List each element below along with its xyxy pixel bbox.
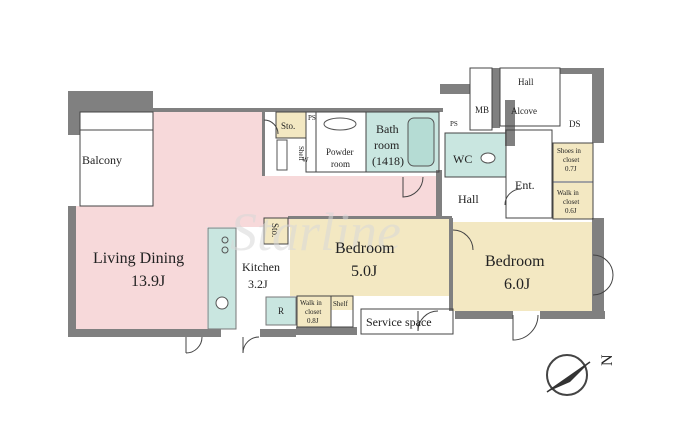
bedroom-2-floor (452, 222, 592, 311)
compass-ring (546, 354, 588, 396)
powder-room-line2: room (331, 159, 350, 169)
interior-lines (79, 67, 594, 335)
compass: N (546, 354, 616, 396)
sink-bowl (215, 296, 229, 310)
watermark: Starline (230, 202, 401, 262)
compass-north-label: N (599, 354, 616, 366)
walkin-bed-floor (297, 296, 331, 327)
shelf-floor (331, 296, 353, 310)
hall-label-1: Hall (518, 77, 534, 87)
walkin-bed-line2: closet (305, 308, 321, 316)
bedroom-2-size: 6.0J (504, 276, 530, 293)
walkin-bed-size: 0.8J (307, 317, 319, 325)
bath-room-line2: room (374, 138, 400, 152)
bedroom-2-name: Bedroom (485, 253, 545, 270)
sto-top-label: Sto. (281, 121, 295, 131)
shoes-closet-floor (553, 143, 593, 181)
powder-room-line1: Powder (326, 147, 354, 157)
w-mark: W (302, 156, 309, 164)
service-space-label: Service space (366, 315, 432, 329)
ps-label-2: PS (450, 120, 458, 128)
kitchen-size: 3.2J (248, 277, 268, 291)
shoes-closet-size: 0.7J (565, 165, 577, 173)
ent-label: Ent. (515, 178, 535, 192)
walkin-ent-line1: Walk in (557, 189, 579, 197)
shoes-closet-line2: closet (563, 156, 579, 164)
sto-mid-floor (264, 218, 288, 244)
bath-room-size: (1418) (372, 154, 404, 168)
wc-label: WC (453, 152, 472, 166)
kitchen-name: Kitchen (242, 260, 280, 274)
toilet (480, 152, 496, 164)
fridge-label: R (278, 306, 284, 316)
walkin-ent-size: 0.6J (565, 207, 577, 215)
walkin-ent-line2: closet (563, 198, 579, 206)
walkin-bed-line1: Walk in (300, 299, 322, 307)
hall-label-2: Hall (458, 192, 479, 206)
shelf-small-label: Shelf (297, 146, 305, 161)
ds-label: DS (569, 119, 581, 129)
mb-label: MB (475, 105, 489, 115)
sto-top-floor (276, 112, 306, 138)
fridge (265, 296, 297, 326)
shoes-closet-line1: Shoes in (557, 147, 581, 155)
shelf-label: Shelf (333, 300, 348, 308)
balcony-label: Balcony (82, 153, 122, 167)
ps-label-1: PS (308, 114, 316, 122)
bedroom-1-floor (290, 218, 450, 296)
living-dining-name: Living Dining (93, 250, 184, 267)
alcove-label: Alcove (511, 106, 537, 116)
walkin-ent-floor (553, 183, 593, 219)
doors (185, 119, 614, 354)
fixtures (215, 117, 496, 310)
walls (68, 68, 605, 337)
kitchen-counter (207, 227, 237, 330)
living-dining-floor (74, 112, 436, 329)
powder-sink (323, 117, 357, 131)
bath-room-line1: Bath (376, 122, 399, 136)
wc-floor (445, 133, 506, 177)
bedroom-1-size: 5.0J (351, 263, 377, 280)
sto-mid-label: Sto. (270, 223, 280, 237)
bathtub (407, 117, 435, 167)
living-dining-size: 13.9J (131, 273, 165, 290)
bedroom-1-name: Bedroom (335, 240, 395, 257)
